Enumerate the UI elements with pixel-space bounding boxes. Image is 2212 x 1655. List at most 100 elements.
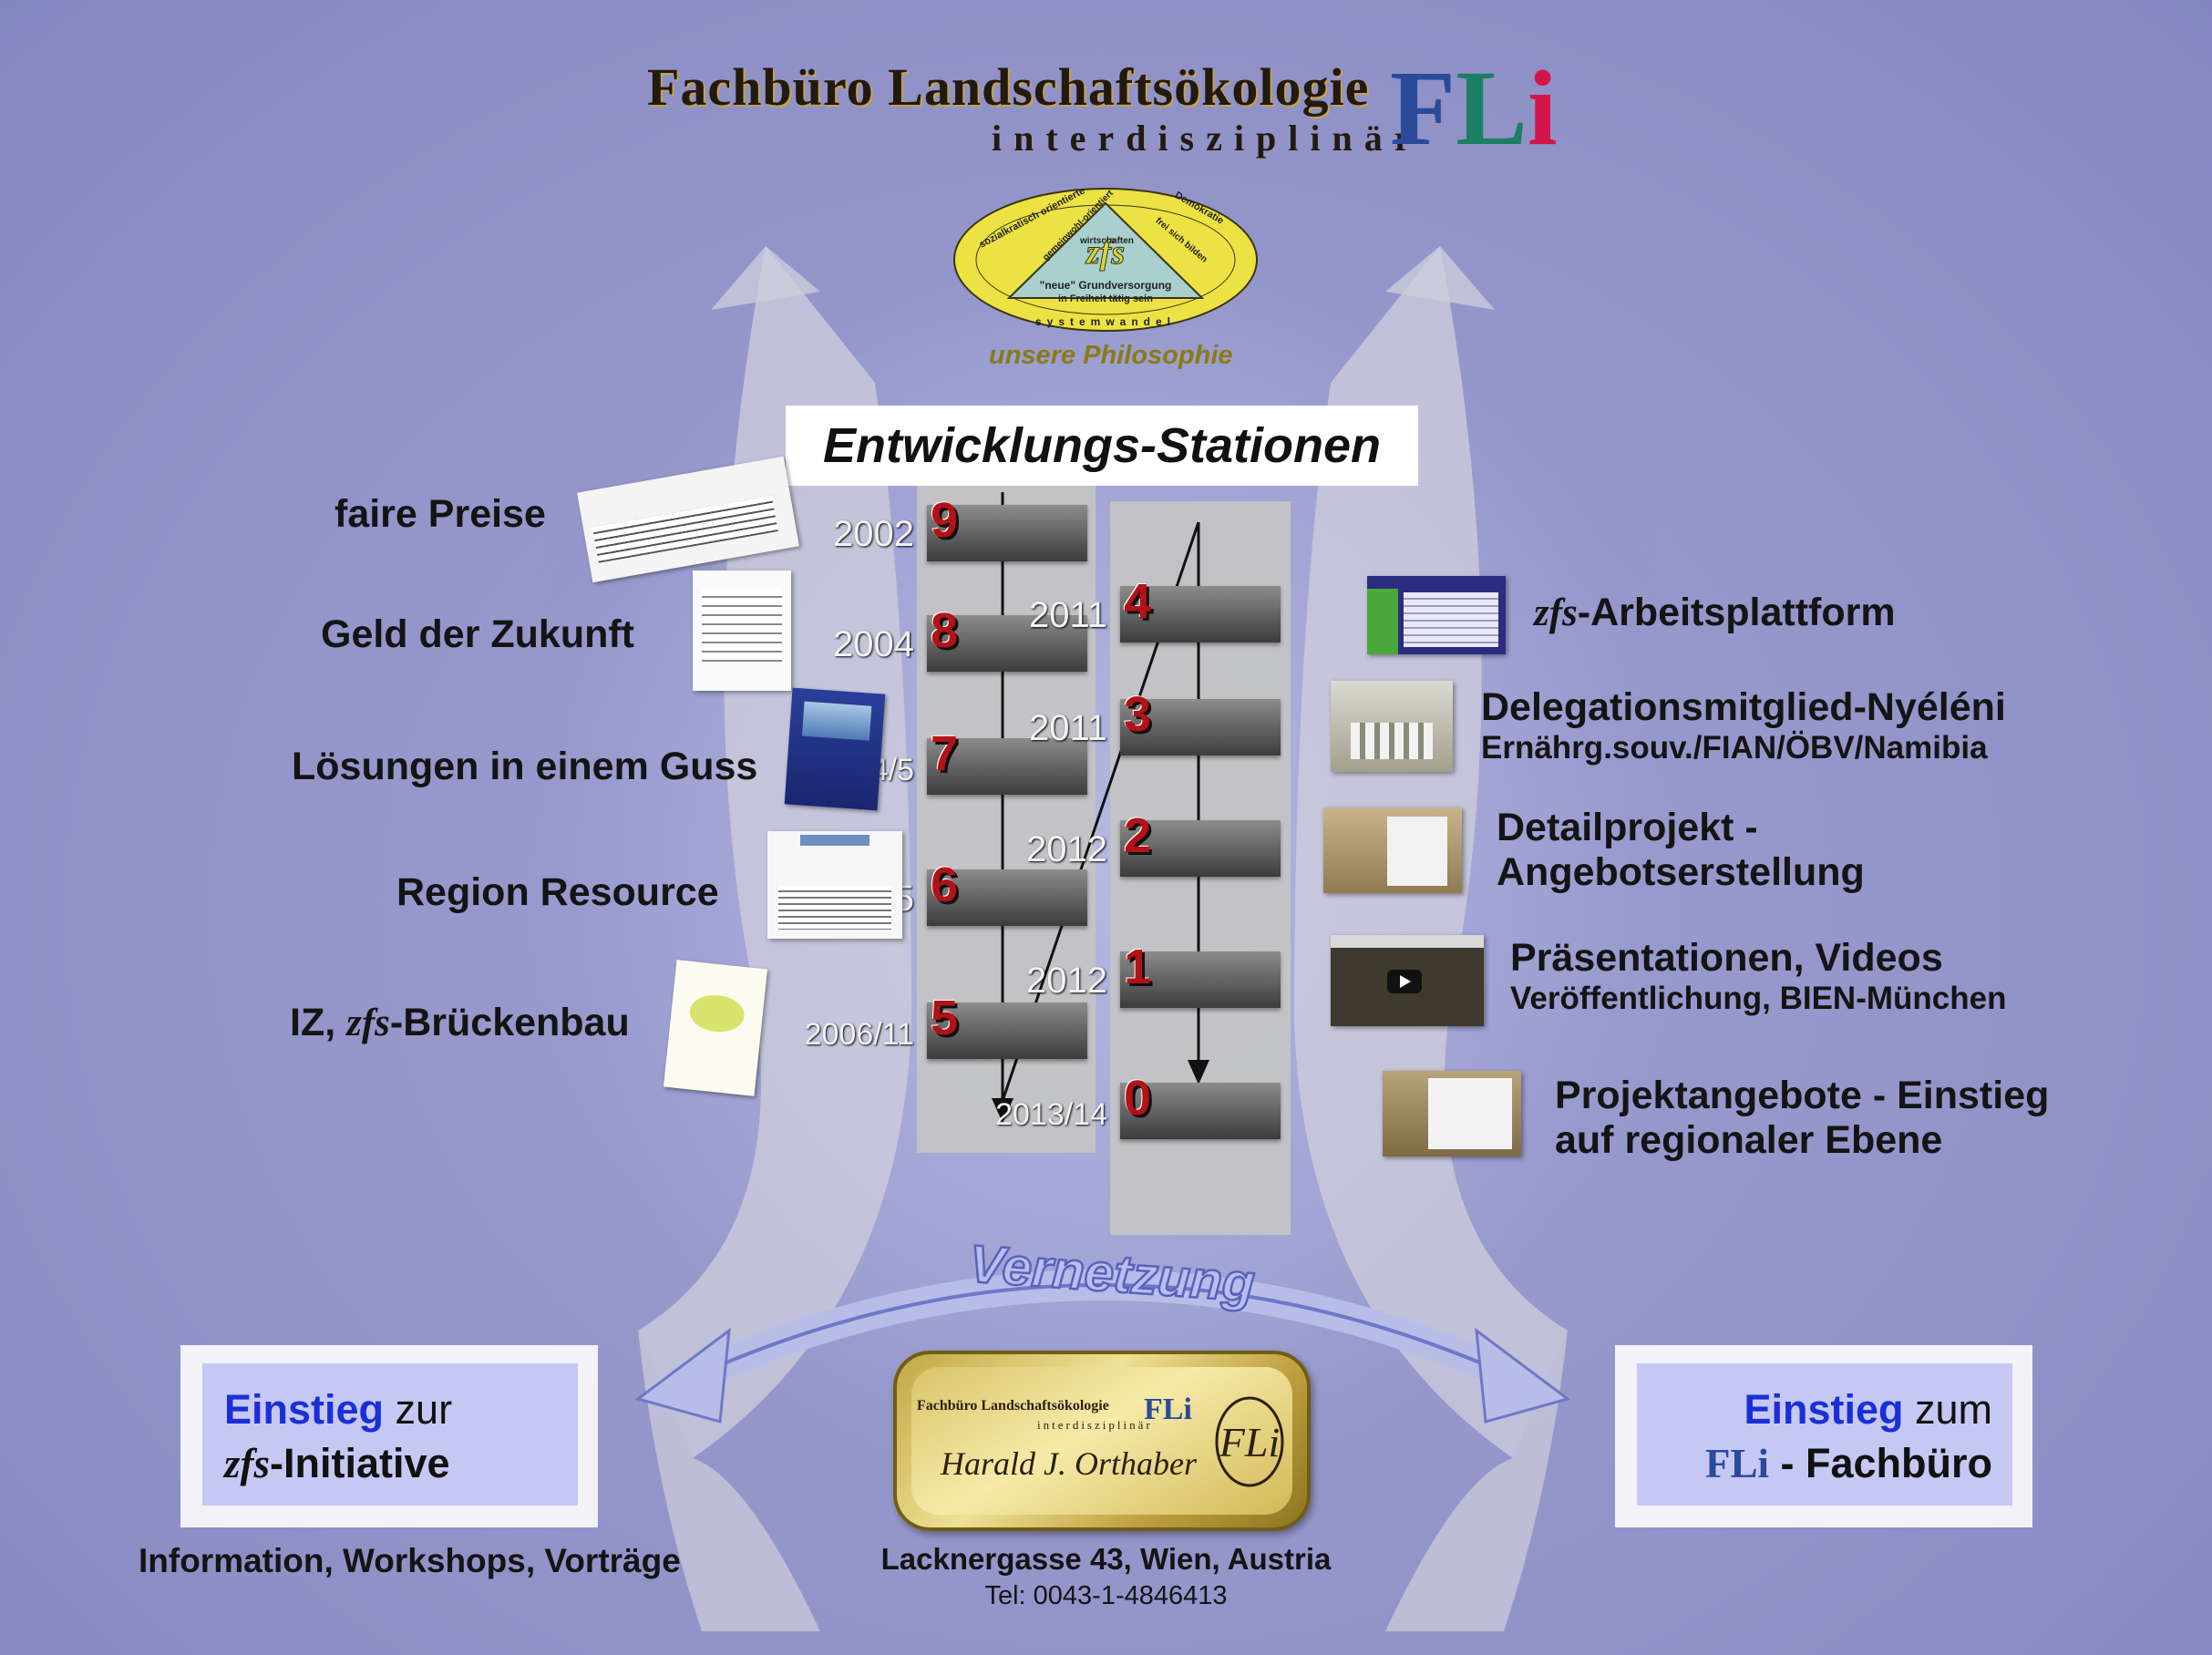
link-praesentationen-videos[interactable]: Präsentationen, Videos Veröffentlichung,… <box>1510 936 2006 1018</box>
photo-document <box>1428 1078 1512 1149</box>
fli-mark: FLi <box>1704 1440 1769 1486</box>
geld-der-zukunft-thumbnail[interactable] <box>693 571 791 691</box>
detailprojekt-photo-thumbnail[interactable] <box>1323 807 1462 893</box>
entry-zfs-button[interactable]: Einstieg zur zfs-Initiative <box>224 1383 452 1490</box>
header-subtitle: interdisziplinär <box>992 118 1423 159</box>
label-sub: Veröffentlichung, BIEN-München <box>1510 981 2007 1017</box>
thumb-text-lines <box>702 589 782 662</box>
video-thumbnail[interactable] <box>1331 935 1484 1026</box>
entry-line2: zfs-Initiative <box>224 1437 452 1491</box>
vernetzung-arrow-outline <box>674 1283 1532 1387</box>
station-number: 9 <box>931 493 959 548</box>
zur-word: zur <box>384 1386 453 1433</box>
arbeitsplattform-screenshot-thumbnail[interactable] <box>1367 576 1506 654</box>
entry-fli-button[interactable]: Einstieg zum FLi - Fachbüro <box>1637 1383 1992 1490</box>
play-icon[interactable] <box>1387 970 1422 993</box>
seal-center-text: zfs <box>1085 233 1125 272</box>
vernetzung-arrowhead-left <box>634 1327 731 1424</box>
link-faire-preise[interactable]: faire Preise <box>334 492 546 536</box>
station-year: 2006/11 <box>804 1017 914 1052</box>
station-box <box>1120 951 1281 1008</box>
right-arrow-tail <box>1385 1331 1568 1631</box>
station-box <box>927 869 1087 926</box>
station-number: 4 <box>1124 574 1152 629</box>
photo-people <box>1351 723 1433 759</box>
station-box <box>1120 699 1281 756</box>
label-main: Delegationsmitglied-Nyéléni <box>1481 685 2006 729</box>
entry-zfs-inner <box>202 1363 578 1506</box>
entry-zfs-caption: Information, Workshops, Vorträge <box>139 1542 681 1579</box>
station-year: 2012 <box>1026 961 1107 1001</box>
vernetzung-text: Vernetzung <box>967 1235 1256 1312</box>
station-year: 2011 <box>1028 708 1107 748</box>
station-box <box>927 738 1087 795</box>
vernetzung-arrowhead-right <box>1475 1327 1571 1424</box>
loesungen-book-thumbnail[interactable] <box>784 687 886 811</box>
left-arrow-head <box>711 246 820 310</box>
video-title-bar <box>1331 935 1484 948</box>
station-number: 2 <box>1124 808 1152 863</box>
label-main: Projektangebote - Einstieg <box>1555 1074 2050 1117</box>
seal-line3: "neue" Grundversorgung <box>1040 279 1172 292</box>
link-region-resource[interactable]: Region Resource <box>396 870 719 914</box>
station-box <box>927 1002 1087 1059</box>
telephone: Tel: 0043-1-4846413 <box>984 1581 1228 1610</box>
label-main: Detailprojekt - <box>1497 806 1758 849</box>
timeline-title: Entwicklungs-Stationen <box>786 406 1418 486</box>
fli-monogram-icon: FLi <box>1215 1396 1284 1487</box>
entry-line1: Einstieg zum <box>1637 1383 1992 1437</box>
link-loesungen-in-einem-guss[interactable]: Lösungen in einem Guss <box>292 745 758 788</box>
iz-flyer-thumbnail[interactable] <box>663 960 768 1096</box>
seal-line4: in Freiheit tätig sein <box>1058 293 1153 304</box>
link-geld-der-zukunft[interactable]: Geld der Zukunft <box>321 612 634 656</box>
link-zfs-arbeitsplattform[interactable]: zfs-Arbeitsplattform <box>1534 591 1896 635</box>
header-title: Fachbüro Landschaftsökologie <box>647 57 1370 117</box>
plaque-title: Fachbüro Landschaftsökologie <box>917 1398 1109 1413</box>
thumb-text-lines <box>778 886 891 930</box>
station-year: 2002 <box>833 514 914 554</box>
link-projektangebote[interactable]: Projektangebote - Einstieg auf regionale… <box>1555 1074 2049 1164</box>
nyeleni-photo-thumbnail[interactable] <box>1331 681 1453 772</box>
vernetzung-label: Vernetzung <box>966 1235 1258 1312</box>
station-number: 0 <box>1124 1071 1152 1126</box>
logo-letter-i: i <box>1527 48 1558 168</box>
zfs-mark: zfs <box>224 1440 271 1486</box>
left-down-arrowhead <box>992 1098 1013 1123</box>
photo-document <box>1387 817 1447 886</box>
station-number: 3 <box>1124 687 1152 742</box>
thumb-sidebar <box>1367 589 1398 654</box>
zfs-mark: zfs <box>1534 591 1578 634</box>
entry-line2: FLi - Fachbüro <box>1637 1437 1992 1491</box>
link-detailprojekt[interactable]: Detailprojekt - Angebotserstellung <box>1497 806 1865 896</box>
right-arrow-head <box>1385 246 1495 310</box>
station-box <box>927 615 1087 672</box>
thumb-text-lines <box>592 495 778 563</box>
seal-line2: wirtschaften <box>1079 236 1134 246</box>
station-number: 5 <box>931 991 959 1045</box>
logo-letter-f: F <box>1390 48 1456 168</box>
station-box <box>1120 586 1281 642</box>
zfs-seal[interactable]: zfs "neue" Grundversorgung in Freiheit t… <box>952 187 1259 333</box>
station-year: 2013/14 <box>995 1097 1107 1132</box>
entry-fli-inner <box>1637 1363 2012 1506</box>
book-cover-image <box>801 701 872 741</box>
station-year: 2004 <box>833 624 914 664</box>
thumb-header-bar <box>800 835 869 846</box>
label-line2: Angebotserstellung <box>1497 850 1865 895</box>
fli-logo: FLi <box>1390 55 1558 162</box>
region-resource-thumbnail[interactable] <box>767 831 902 939</box>
philosophy-link[interactable]: unsere Philosophie <box>989 341 1233 370</box>
monogram-text: FLi <box>1219 1419 1280 1465</box>
link-iz-zfs-brueckenbau[interactable]: IZ, zfs-Brückenbau <box>290 1001 630 1045</box>
einstieg-word: Einstieg <box>1744 1386 1904 1433</box>
plaque-subtitle: interdisziplinär <box>1037 1418 1153 1432</box>
projektangebote-photo-thumbnail[interactable] <box>1383 1071 1521 1156</box>
plaque-name: Harald J. Orthaber <box>941 1445 1197 1482</box>
right-down-arrowhead <box>1188 1060 1209 1084</box>
station-number: 7 <box>931 726 959 781</box>
address: Lacknergasse 43, Wien, Austria <box>880 1542 1332 1576</box>
label-prefix: IZ, <box>290 1001 347 1044</box>
station-number: 1 <box>1124 940 1152 994</box>
seal-ring-bottom: systemwandel <box>1035 315 1176 328</box>
link-delegationsmitglied-nyeleni[interactable]: Delegationsmitglied-Nyéléni Ernährg.souv… <box>1481 685 2006 767</box>
